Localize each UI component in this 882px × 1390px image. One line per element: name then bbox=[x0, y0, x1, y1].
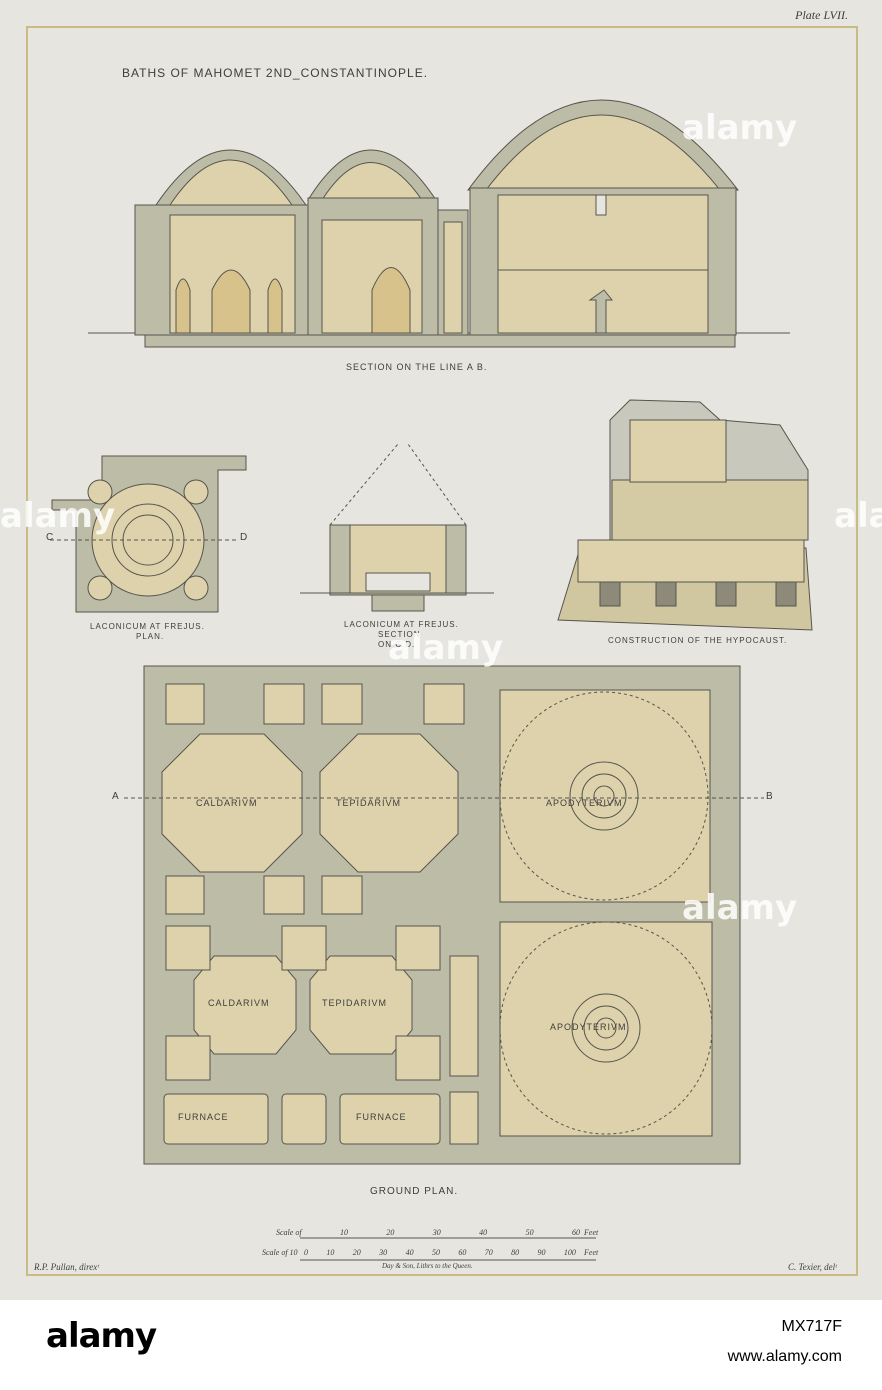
laconicum-section-caption-1: LACONICUM AT FREJUS. bbox=[344, 620, 459, 629]
plate-number: Plate LVII. bbox=[795, 8, 848, 22]
watermark: alamy bbox=[682, 888, 798, 928]
scale-2-label: Scale of 10 bbox=[262, 1248, 298, 1257]
scale-2-ticks: 0 10 20 30 40 50 60 70 80 90 100 bbox=[304, 1248, 576, 1257]
scale-2-tick: 10 bbox=[326, 1248, 335, 1257]
room-tepidarium-1: TEPIDARIVM bbox=[336, 798, 402, 808]
plate-title: BATHS OF MAHOMET 2ND_CONSTANTINOPLE. bbox=[122, 66, 429, 80]
laconicum-plan-caption-1: LACONICUM AT FREJUS. bbox=[90, 622, 205, 631]
room-caldarium-1: CALDARIVM bbox=[196, 798, 258, 808]
section-elevation-drawing bbox=[88, 99, 790, 348]
room-apodyterium-2: APODYTERIVM bbox=[550, 1022, 627, 1032]
scale-2-unit: Feet bbox=[584, 1248, 599, 1257]
watermark: alamy bbox=[388, 628, 504, 668]
scale-2-tick: 0 bbox=[304, 1248, 308, 1257]
watermark: alamy bbox=[834, 496, 882, 536]
scale-2-tick: 30 bbox=[379, 1248, 388, 1257]
scale-1-label: Scale of bbox=[276, 1228, 302, 1237]
site-url: www.alamy.com bbox=[727, 1348, 842, 1365]
scale-2-tick: 80 bbox=[511, 1248, 520, 1257]
drawings bbox=[50, 99, 813, 1261]
laconicum-section-drawing bbox=[300, 443, 494, 612]
room-apodyterium-1: APODYTERIVM bbox=[546, 798, 623, 808]
scale-2-tick: 60 bbox=[458, 1248, 467, 1257]
scale-1-tick: 20 bbox=[386, 1228, 395, 1237]
room-tepidarium-2: TEPIDARIVM bbox=[322, 998, 388, 1008]
room-caldarium-2: CALDARIVM bbox=[208, 998, 270, 1008]
scale-2-tick: 90 bbox=[537, 1248, 546, 1257]
marker-b: B bbox=[766, 791, 774, 802]
image-code: MX717F bbox=[781, 1318, 842, 1335]
scale-1-tick: 40 bbox=[479, 1228, 488, 1237]
marker-c: C bbox=[46, 532, 55, 543]
scale-1-tick: 60 bbox=[571, 1228, 580, 1237]
laconicum-section-caption-3: ON C.D. bbox=[378, 640, 416, 649]
section-caption: SECTION ON THE LINE A B. bbox=[346, 362, 488, 372]
ground-plan-caption: GROUND PLAN. bbox=[370, 1186, 459, 1197]
laconicum-plan-drawing bbox=[50, 455, 247, 613]
laconicum-section-caption-2: SECTION bbox=[378, 630, 421, 639]
scale-1-tick: 30 bbox=[432, 1228, 441, 1237]
scale-1-ticks: 10 20 30 40 50 60 bbox=[340, 1228, 580, 1237]
scale-bars bbox=[300, 1237, 596, 1261]
scale-2-tick: 100 bbox=[563, 1248, 576, 1257]
credit-right: C. Texier, delᵗ bbox=[788, 1262, 837, 1272]
scale-2-tick: 50 bbox=[431, 1248, 440, 1257]
stock-footer bbox=[0, 1300, 882, 1390]
scale-1-tick: 50 bbox=[525, 1228, 534, 1237]
scale-2-tick: 70 bbox=[484, 1248, 493, 1257]
room-furnace-1: FURNACE bbox=[178, 1112, 229, 1122]
room-furnace-2: FURNACE bbox=[356, 1112, 407, 1122]
scale-2-tick: 40 bbox=[405, 1248, 414, 1257]
hypocaust-caption: CONSTRUCTION OF THE HYPOCAUST. bbox=[608, 636, 788, 645]
scale-1-unit: Feet bbox=[584, 1228, 599, 1237]
scale-2-tick: 20 bbox=[352, 1248, 361, 1257]
scale-1-tick: 10 bbox=[340, 1228, 348, 1237]
marker-a: A bbox=[112, 791, 120, 802]
watermark: alamy bbox=[682, 108, 798, 148]
watermark: alamy bbox=[0, 496, 116, 536]
laconicum-plan-caption-2: PLAN. bbox=[136, 632, 165, 641]
plate-border bbox=[26, 26, 858, 1276]
credit-left: R.P. Pullan, direxᵗ bbox=[34, 1262, 99, 1272]
printer-credit: Day & Son, Lithrs to the Queen. bbox=[382, 1262, 473, 1270]
marker-d: D bbox=[240, 532, 249, 543]
ground-plan-drawing bbox=[124, 665, 764, 1165]
hypocaust-drawing bbox=[557, 399, 813, 631]
alamy-logo: alamy bbox=[46, 1316, 157, 1356]
